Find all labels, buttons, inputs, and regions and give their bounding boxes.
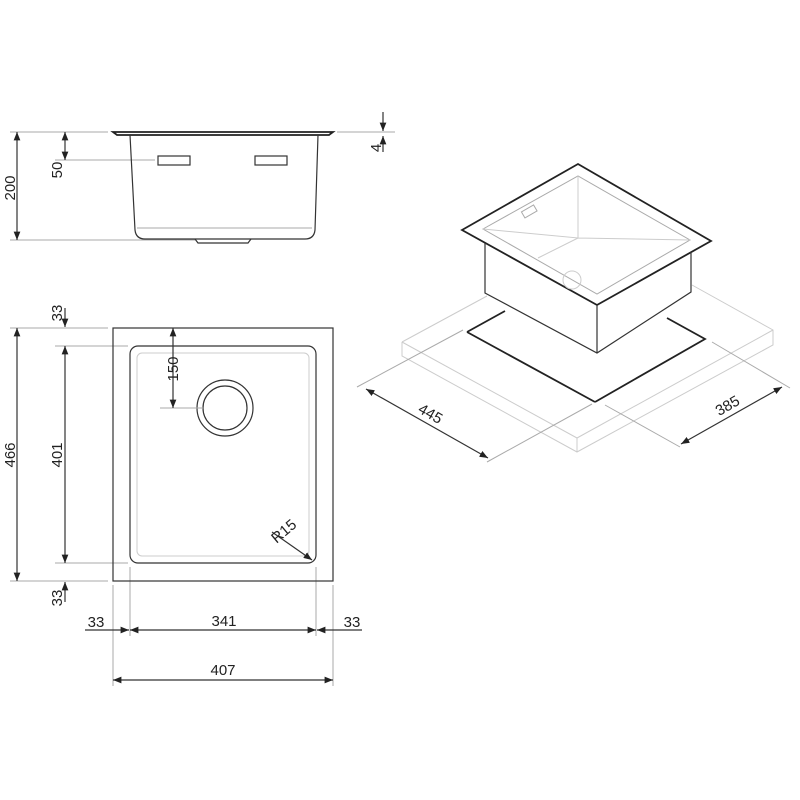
isometric-view: 445 385	[356, 162, 791, 463]
bowl-outline	[129, 345, 317, 564]
radius-leader	[271, 531, 313, 561]
dim-rim-thickness: 4	[368, 144, 385, 152]
dim-margin-right: 33	[344, 614, 361, 631]
sink-body-iso	[484, 243, 692, 354]
mounting-bracket	[254, 155, 288, 166]
sink-rim-iso	[460, 162, 713, 307]
countertop-cutout	[466, 310, 707, 403]
dim-width-total: 407	[210, 662, 235, 679]
overflow-slot	[520, 204, 538, 219]
drain-outlet	[194, 238, 252, 244]
dim-bowl-depth: 401	[49, 442, 66, 467]
dim-cutout-depth: 445	[415, 400, 445, 427]
drain-hole	[196, 379, 254, 437]
sink-outline	[112, 327, 334, 582]
dim-drain-offset: 150	[165, 356, 182, 381]
dim-cutout-width: 385	[713, 392, 743, 419]
countertop	[401, 284, 774, 453]
dimension-line	[365, 388, 489, 459]
mounting-bracket	[157, 155, 191, 166]
dim-depth-total: 466	[2, 442, 19, 467]
top-view: 466 33 401 33 150 R15 33 341 33 407	[2, 305, 362, 686]
dimension-line	[680, 386, 783, 445]
dim-height-total: 200	[2, 175, 19, 200]
sink-body	[129, 134, 319, 240]
dim-margin-top: 33	[49, 305, 66, 322]
sink-rim	[110, 131, 336, 136]
dim-corner-radius: R15	[268, 516, 300, 547]
dim-margin-bottom: 33	[49, 590, 66, 607]
dim-margin-left: 33	[88, 614, 105, 631]
side-view: 200 50 4	[2, 112, 395, 244]
dim-handle-offset: 50	[49, 162, 66, 179]
dim-bowl-width: 341	[211, 613, 236, 630]
